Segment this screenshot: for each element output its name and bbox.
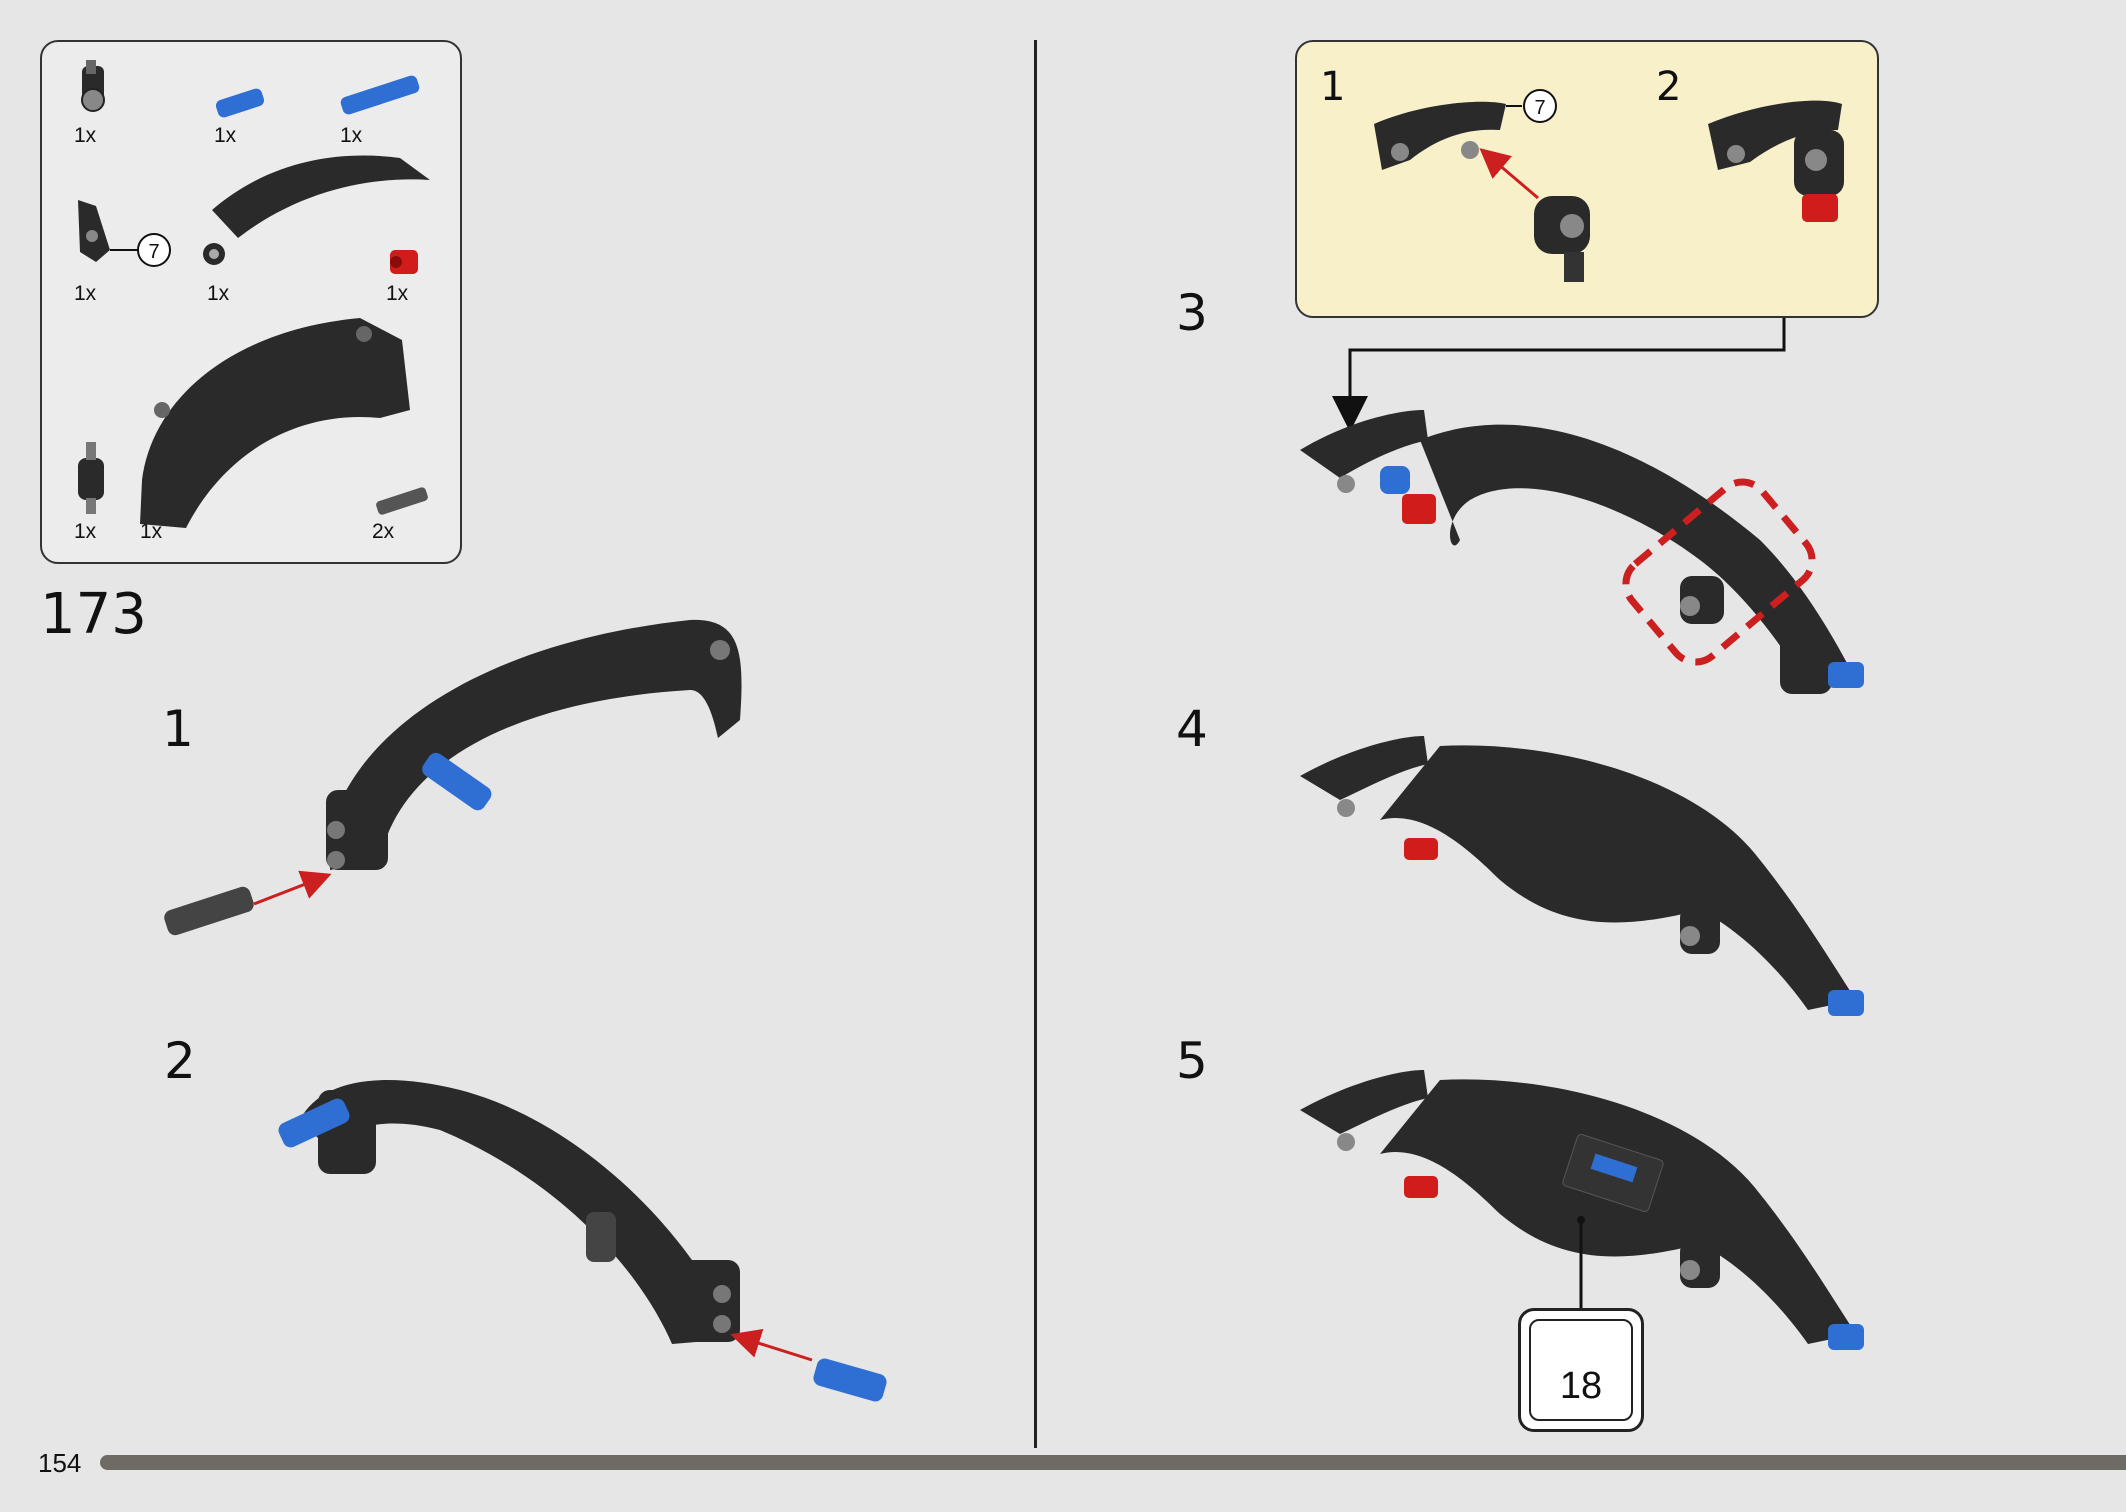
callout-step-2-illustration	[1708, 100, 1844, 222]
blue-axle-pin-short-icon	[215, 88, 265, 118]
callout-connector-line	[1332, 318, 1786, 432]
friction-pin-icon	[376, 487, 428, 515]
sticker-reference: 18	[1518, 1308, 1644, 1432]
substep-4-illustration	[1300, 736, 1864, 1016]
substep-2-illustration	[278, 1080, 887, 1402]
curved-arch-beam-icon	[140, 318, 410, 528]
angle-connector-icon: 7	[78, 200, 171, 267]
parts-qty: 1x	[74, 282, 97, 305]
parts-qty: 1x	[207, 282, 230, 305]
blue-axle-pin-long-icon	[340, 75, 420, 115]
substep-3-illustration	[1300, 410, 1864, 694]
substep-5-illustration	[1300, 1070, 1864, 1350]
substep-4-number: 4	[1176, 700, 1208, 758]
parts-qty: 1x	[214, 124, 237, 147]
callout-step-1-illustration: 7	[1374, 89, 1590, 282]
cross-block-icon	[78, 442, 104, 514]
callout-substep-2-number: 2	[1656, 64, 1682, 110]
step-number: 173	[40, 582, 147, 647]
connector-part-icon	[81, 60, 105, 112]
substep-1-number: 1	[162, 700, 194, 758]
callout-substep-1-number: 1	[1320, 64, 1346, 110]
page-divider	[1034, 40, 1037, 1448]
callout-ref-7: 7	[148, 241, 159, 263]
progress-bar	[100, 1455, 2126, 1470]
substep-2-number: 2	[164, 1032, 196, 1090]
red-bush-icon	[390, 250, 418, 274]
parts-qty: 1x	[74, 520, 97, 543]
substep-5-number: 5	[1176, 1032, 1208, 1090]
parts-qty: 1x	[74, 124, 97, 147]
parts-qty: 1x	[140, 520, 163, 543]
parts-qty: 1x	[386, 282, 409, 305]
curved-panel-icon	[203, 155, 430, 265]
sticker-number: 18	[1559, 1365, 1603, 1407]
sub-assembly-callout	[1295, 40, 1879, 318]
parts-list-box: 1x 1x 1x 1x 1x 1x 1x 1x 2x	[40, 40, 462, 564]
parts-qty: 2x	[372, 520, 395, 543]
substep-3-number: 3	[1176, 284, 1208, 342]
page-number: 154	[38, 1448, 82, 1478]
sticker-peel-icon	[1529, 1319, 1633, 1421]
callout-ref-7: 7	[1534, 97, 1545, 119]
substep-1-illustration	[164, 619, 742, 936]
parts-qty: 1x	[340, 124, 363, 147]
